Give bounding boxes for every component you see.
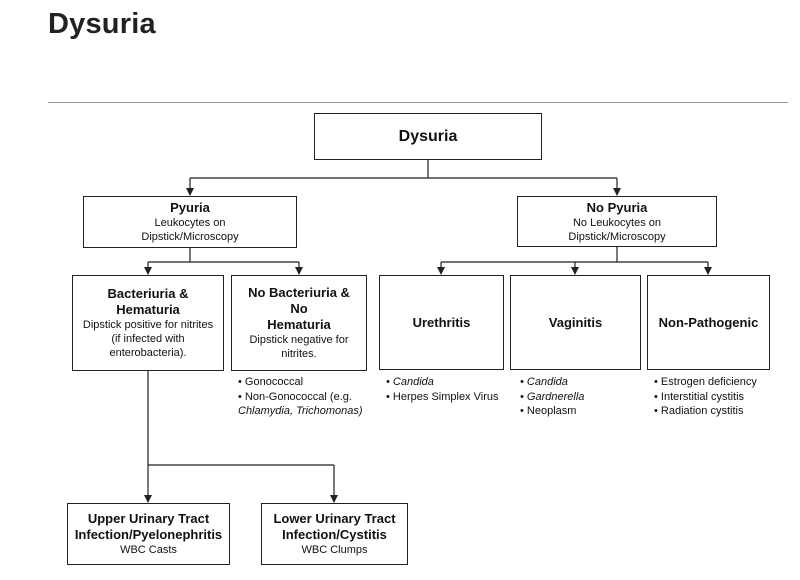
list-item: Interstitial cystitis <box>654 390 757 405</box>
root-label: Dysuria <box>398 127 458 145</box>
no-pyuria-sub-line1: No Leukocytes on <box>572 216 662 229</box>
vaginitis-title: Vaginitis <box>548 314 603 330</box>
lower-uti-title-line2: Infection/Cystitis <box>282 527 387 542</box>
no-bacteriuria-causes-list: Gonococcal Non-Gonococcal (e.g. Chlamydi… <box>238 375 363 419</box>
list-item-continuation: Chlamydia, Trichomonas) <box>238 405 363 417</box>
no-bacteriuria-box: No Bacteriuria & No Hematuria Dipstick n… <box>231 275 367 371</box>
list-item: Neoplasm <box>520 404 584 419</box>
page-title: Dysuria <box>48 8 156 40</box>
no-pyuria-sub-line2: Dipstick/Microscopy <box>568 230 666 243</box>
bacteriuria-title-line1: Bacteriuria & <box>107 286 189 301</box>
non-pathogenic-box: Non-Pathogenic <box>647 275 770 370</box>
non-pathogenic-title: Non-Pathogenic <box>658 314 759 330</box>
urethritis-title: Urethritis <box>412 314 471 330</box>
bacteriuria-box: Bacteriuria & Hematuria Dipstick positiv… <box>72 275 224 371</box>
bacteriuria-sub-line1: Dipstick positive for nitrites <box>82 319 214 331</box>
bacteriuria-sub-line2: (if infected with <box>111 333 185 345</box>
bacteriuria-sub-line3: enterobacteria). <box>109 347 187 359</box>
list-item: Radiation cystitis <box>654 404 757 419</box>
list-item: Gonococcal <box>238 375 363 390</box>
lower-uti-sub: WBC Clumps <box>301 544 368 556</box>
pyuria-sub-line1: Leukocytes on <box>154 217 226 229</box>
urethritis-causes-list: Candida Herpes Simplex Virus <box>386 375 499 405</box>
no-bacteriuria-sub-line1: Dipstick negative for <box>249 334 349 346</box>
no-bacteriuria-title-line1: No Bacteriuria & No <box>248 285 350 316</box>
list-item: Herpes Simplex Virus <box>386 390 499 405</box>
no-pyuria-title: No Pyuria <box>586 199 648 215</box>
no-bacteriuria-title-line2: Hematuria <box>267 317 331 332</box>
list-item: Candida <box>386 375 498 390</box>
lower-uti-box: Lower Urinary Tract Infection/Cystitis W… <box>261 503 408 565</box>
list-item: Non-Gonococcal (e.g. <box>238 390 363 405</box>
urethritis-box: Urethritis <box>379 275 504 370</box>
upper-uti-title-line2: Infection/Pyelonephritis <box>74 527 223 542</box>
list-item: Candida <box>520 375 584 390</box>
lower-uti-title-line1: Lower Urinary Tract <box>273 511 396 526</box>
pyuria-sub-line2: Dipstick/Microscopy <box>141 231 239 243</box>
bacteriuria-title-line2: Hematuria <box>116 302 180 317</box>
vaginitis-causes-list: Candida Gardnerella Neoplasm <box>520 375 584 419</box>
pyuria-title: Pyuria <box>170 200 210 215</box>
root-box: Dysuria <box>314 113 542 160</box>
upper-uti-box: Upper Urinary Tract Infection/Pyelonephr… <box>67 503 230 565</box>
title-divider <box>48 102 788 103</box>
upper-uti-title-line1: Upper Urinary Tract <box>87 511 210 526</box>
list-item: Estrogen deficiency <box>654 375 757 390</box>
no-pyuria-box: No Pyuria No Leukocytes on Dipstick/Micr… <box>517 196 717 247</box>
upper-uti-sub: WBC Casts <box>120 544 177 556</box>
no-bacteriuria-sub-line2: nitrites. <box>281 348 317 360</box>
list-item: Gardnerella <box>520 390 584 405</box>
vaginitis-box: Vaginitis <box>510 275 641 370</box>
non-pathogenic-causes-list: Estrogen deficiency Interstitial cystiti… <box>654 375 757 419</box>
pyuria-box: Pyuria Leukocytes on Dipstick/Microscopy <box>83 196 297 248</box>
